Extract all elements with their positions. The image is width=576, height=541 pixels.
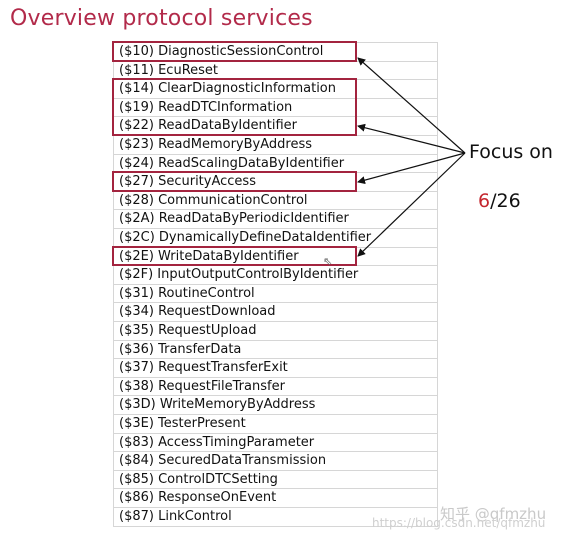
service-label: ($2A) ReadDataByPeriodicIdentifier <box>119 211 349 227</box>
service-label: ($2C) DynamicallyDefineDataIdentifier <box>119 230 372 245</box>
focus-count-rest: /26 <box>490 190 521 212</box>
service-label: ($24) ReadScalingDataByIdentifier <box>119 155 345 171</box>
watermark: 知乎 @qfmzhu <box>440 505 547 523</box>
service-label: ($38) RequestFileTransfer <box>119 378 285 394</box>
service-label: ($28) CommunicationControl <box>119 192 308 208</box>
service-label: ($27) SecurityAccess <box>119 174 256 190</box>
service-row: ($83) AccessTimingParameter <box>113 432 438 452</box>
service-label: ($14) ClearDiagnosticInformation <box>119 81 337 97</box>
focus-count: 6/26 <box>478 190 521 212</box>
focus-highlight-box <box>112 171 357 192</box>
service-label: ($36) TransferData <box>119 341 242 357</box>
service-row: ($11) EcuReset <box>113 60 438 80</box>
service-label: ($86) ResponseOnEvent <box>119 490 277 506</box>
watermark-url: https://blog.csdn.net/qfmzhu <box>372 516 546 530</box>
service-label: ($22) ReadDataByIdentifier <box>119 118 297 134</box>
service-label: ($19) ReadDTCInformation <box>119 99 293 115</box>
service-row: ($3D) WriteMemoryByAddress <box>113 395 438 414</box>
service-row: ($37) RequestTransferExit <box>113 358 438 377</box>
service-label: ($34) RequestDownload <box>119 304 276 320</box>
service-row: ($35) RequestUpload <box>113 321 438 340</box>
service-label: ($3E) TesterPresent <box>119 416 246 431</box>
service-row: ($38) RequestFileTransfer <box>113 376 438 396</box>
service-row: ($84) SecuredDataTransmission <box>113 451 438 470</box>
service-row: ($3E) TesterPresent <box>113 414 438 433</box>
service-row: ($85) ControlDTCSetting <box>113 469 438 489</box>
service-label: ($87) LinkControl <box>119 509 232 524</box>
service-row: ($87) LinkControl <box>113 507 438 526</box>
table-bottom-border <box>113 525 438 527</box>
focus-highlight-box <box>112 41 357 62</box>
service-row: ($31) RoutineControl <box>113 283 438 303</box>
focus-count-highlight: 6 <box>478 190 491 212</box>
service-row: ($2A) ReadDataByPeriodicIdentifier <box>113 209 438 228</box>
service-label: ($31) RoutineControl <box>119 285 255 301</box>
service-label: ($23) ReadMemoryByAddress <box>119 137 313 152</box>
service-label: ($37) RequestTransferExit <box>119 360 288 376</box>
focus-highlight-box <box>112 78 357 136</box>
service-row: ($24) ReadScalingDataByIdentifier <box>113 153 438 173</box>
service-label: ($35) RequestUpload <box>119 323 257 338</box>
service-label: ($83) AccessTimingParameter <box>119 434 315 450</box>
service-row: ($28) CommunicationControl <box>113 190 438 210</box>
service-row: ($2C) DynamicallyDefineDataIdentifier <box>113 228 438 247</box>
service-label: ($3D) WriteMemoryByAddress <box>119 397 316 413</box>
service-row: ($34) RequestDownload <box>113 302 438 321</box>
service-row: ($2F) InputOutputControlByIdentifier <box>113 265 438 284</box>
service-row: ($23) ReadMemoryByAddress <box>113 135 438 154</box>
service-label: ($2F) InputOutputControlByIdentifier <box>119 267 359 283</box>
service-label: ($84) SecuredDataTransmission <box>119 453 327 469</box>
mouse-cursor-icon: ⇖ <box>323 256 333 268</box>
service-label: ($11) EcuReset <box>119 62 219 78</box>
page-title: Overview protocol services <box>10 6 313 31</box>
service-row: ($36) TransferData <box>113 339 438 359</box>
service-label: ($10) DiagnosticSessionControl <box>119 44 324 59</box>
service-row: ($86) ResponseOnEvent <box>113 488 438 507</box>
service-label: ($85) ControlDTCSetting <box>119 471 278 487</box>
focus-label: Focus on <box>469 141 553 163</box>
focus-highlight-box <box>112 245 357 267</box>
service-label: ($2E) WriteDataByIdentifier <box>119 248 299 264</box>
